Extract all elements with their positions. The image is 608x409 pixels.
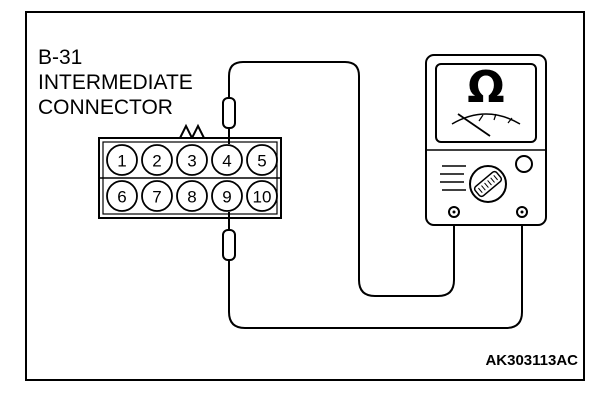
- ohmmeter-display: [435, 63, 537, 143]
- connector-pin-label-10: 10: [253, 188, 272, 207]
- connector-pin-label-6: 6: [117, 188, 126, 207]
- connector-id-label: B-31: [38, 46, 82, 69]
- probe-1-handle: [222, 97, 236, 129]
- connector-pin-1: [106, 144, 138, 176]
- connector-name-line2: CONNECTOR: [38, 96, 173, 119]
- ohmmeter: Ω: [425, 54, 547, 226]
- connector-pin-8: [176, 180, 208, 212]
- probe-2-lead: [228, 214, 523, 329]
- zero-adjust-knob: [515, 155, 533, 173]
- meter-scale: [451, 113, 521, 125]
- connector-pin-2: [141, 144, 173, 176]
- meter-needle: [457, 113, 491, 137]
- connector-latch: [179, 123, 205, 141]
- connector-pin-label-5: 5: [257, 152, 266, 171]
- range-selector-knob: [440, 165, 507, 203]
- connector-pin-label-7: 7: [152, 188, 161, 207]
- probe-2-handle: [222, 229, 236, 261]
- connector-pin-5: [246, 144, 278, 176]
- connector-pin-7: [141, 180, 173, 212]
- connector-pin-9: [211, 180, 243, 212]
- connector-pin-label-4: 4: [222, 152, 231, 171]
- connector-pin-label-8: 8: [187, 188, 196, 207]
- connector-pin-label-2: 2: [152, 152, 161, 171]
- figure-code: AK303113AC: [485, 352, 578, 369]
- connector-pin-10: [246, 180, 278, 212]
- connector-pin-4: [211, 144, 243, 176]
- connector-pin-label-9: 9: [222, 188, 231, 207]
- connector-pin-6: [106, 180, 138, 212]
- figure-frame: [25, 11, 585, 381]
- ohm-symbol: Ω: [467, 62, 504, 113]
- probe-1-lead: [228, 61, 455, 297]
- connector-pin-label-3: 3: [187, 152, 196, 171]
- connector-pin-3: [176, 144, 208, 176]
- connector-pins: 1 2 3 4 5 6 7 8 9 10: [106, 144, 278, 212]
- connector-name-line1: INTERMEDIATE: [38, 71, 193, 94]
- connector-pin-label-1: 1: [117, 152, 126, 171]
